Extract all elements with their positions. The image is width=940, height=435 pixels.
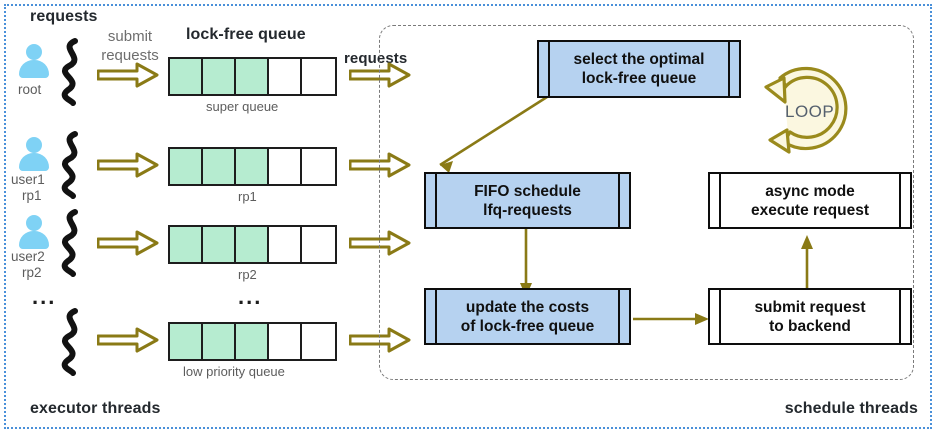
person-head xyxy=(26,137,42,153)
queue-cell xyxy=(302,324,335,359)
process-box-line2: lock-free queue xyxy=(581,70,697,87)
queue-low-priority xyxy=(168,322,337,361)
thread-squiggle-user2 xyxy=(61,209,78,277)
submit-requests-label-line2: requests xyxy=(101,47,159,64)
footer-executor-threads: executor threads xyxy=(30,400,161,417)
actor-label-user2: user2 xyxy=(11,249,45,264)
queue-rp1 xyxy=(168,147,337,186)
process-bar-right xyxy=(728,42,739,96)
queue-label-rp1: rp1 xyxy=(238,189,257,204)
process-bar-right xyxy=(899,174,910,227)
queue-cell xyxy=(236,59,269,94)
queue-label-super: super queue xyxy=(206,99,279,114)
process-box-text: select the optimal lock-free queue xyxy=(550,42,728,96)
person-icon-root xyxy=(17,44,51,78)
process-box-async-execute[interactable]: async mode execute request xyxy=(708,172,912,229)
process-bar-left xyxy=(710,290,721,343)
process-box-line2: execute request xyxy=(750,201,870,219)
queue-cell xyxy=(302,59,335,94)
queue-cell xyxy=(203,59,236,94)
loop-circular-arrow-icon xyxy=(764,66,848,154)
requests-title: requests xyxy=(30,8,98,25)
thread-squiggle-low xyxy=(61,308,78,376)
process-bar-left xyxy=(710,174,721,227)
queue-cell xyxy=(170,149,203,184)
queue-cell xyxy=(302,227,335,262)
process-bar-right xyxy=(618,290,629,343)
process-box-text: async mode execute request xyxy=(721,174,899,227)
person-body xyxy=(19,231,49,249)
process-box-line1: submit request xyxy=(754,298,866,316)
process-box-text: update the costs of lock-free queue xyxy=(437,290,618,343)
queue-cell xyxy=(302,149,335,184)
queue-cell xyxy=(203,324,236,359)
process-box-text: FIFO schedule lfq-requests xyxy=(437,174,618,227)
footer-schedule-threads: schedule threads xyxy=(784,400,918,417)
process-box-line1: async mode xyxy=(765,182,855,200)
schedule-threads-panel xyxy=(379,25,914,380)
queue-cell xyxy=(236,227,269,262)
process-box-update-costs[interactable]: update the costs of lock-free queue xyxy=(424,288,631,345)
queue-cell xyxy=(170,324,203,359)
process-bar-left xyxy=(539,42,550,96)
process-box-text: submit request to backend xyxy=(721,290,899,343)
person-body xyxy=(19,153,49,171)
queue-cell xyxy=(170,59,203,94)
thread-squiggle-user1 xyxy=(61,131,78,199)
person-icon-user2 xyxy=(17,215,51,249)
thread-squiggle-root xyxy=(61,38,78,106)
actor-label-user1: user1 xyxy=(11,172,45,187)
actor-label-root: root xyxy=(18,82,42,97)
queue-cell xyxy=(236,324,269,359)
queue-cell xyxy=(236,149,269,184)
person-body xyxy=(19,60,49,78)
process-box-line1: FIFO schedule xyxy=(474,182,581,200)
queue-cell xyxy=(269,324,302,359)
queue-cell xyxy=(269,149,302,184)
process-box-fifo-schedule[interactable]: FIFO schedule lfq-requests xyxy=(424,172,631,229)
block-arrow-submit-user2 xyxy=(97,230,159,256)
queue-cell xyxy=(170,227,203,262)
person-head xyxy=(26,44,42,60)
submit-requests-label-line1: submit xyxy=(107,28,153,45)
requests-out-label: requests xyxy=(344,50,408,67)
queue-cell xyxy=(269,227,302,262)
loop-label: LOOP xyxy=(785,102,835,121)
queues-ellipsis: ... xyxy=(238,284,263,309)
actor-sub-user2: rp2 xyxy=(22,265,42,280)
block-arrow-submit-root xyxy=(97,62,159,88)
lock-free-queue-title: lock-free queue xyxy=(186,26,306,43)
queue-super xyxy=(168,57,337,96)
process-bar-right xyxy=(899,290,910,343)
process-bar-left xyxy=(426,174,437,227)
person-icon-user1 xyxy=(17,137,51,171)
queue-cell xyxy=(269,59,302,94)
process-bar-left xyxy=(426,290,437,343)
actor-sub-user1: rp1 xyxy=(22,188,42,203)
queue-rp2 xyxy=(168,225,337,264)
process-box-line2: of lock-free queue xyxy=(460,317,595,335)
process-box-line2: to backend xyxy=(769,317,851,335)
block-arrow-submit-user1 xyxy=(97,152,159,178)
process-bar-right xyxy=(618,174,629,227)
queue-label-low-priority: low priority queue xyxy=(183,364,285,379)
process-box-submit-backend[interactable]: submit request to backend xyxy=(708,288,912,345)
process-box-line2: lfq-requests xyxy=(483,201,572,219)
process-box-select-optimal-queue[interactable]: select the optimal lock-free queue xyxy=(537,40,741,98)
block-arrow-submit-low xyxy=(97,327,159,353)
queue-cell xyxy=(203,227,236,262)
process-box-line1: update the costs xyxy=(465,298,590,316)
process-box-line1: select the optimal xyxy=(573,51,705,68)
actors-ellipsis: ... xyxy=(32,284,57,309)
queue-label-rp2: rp2 xyxy=(238,267,257,282)
queue-cell xyxy=(203,149,236,184)
person-head xyxy=(26,215,42,231)
